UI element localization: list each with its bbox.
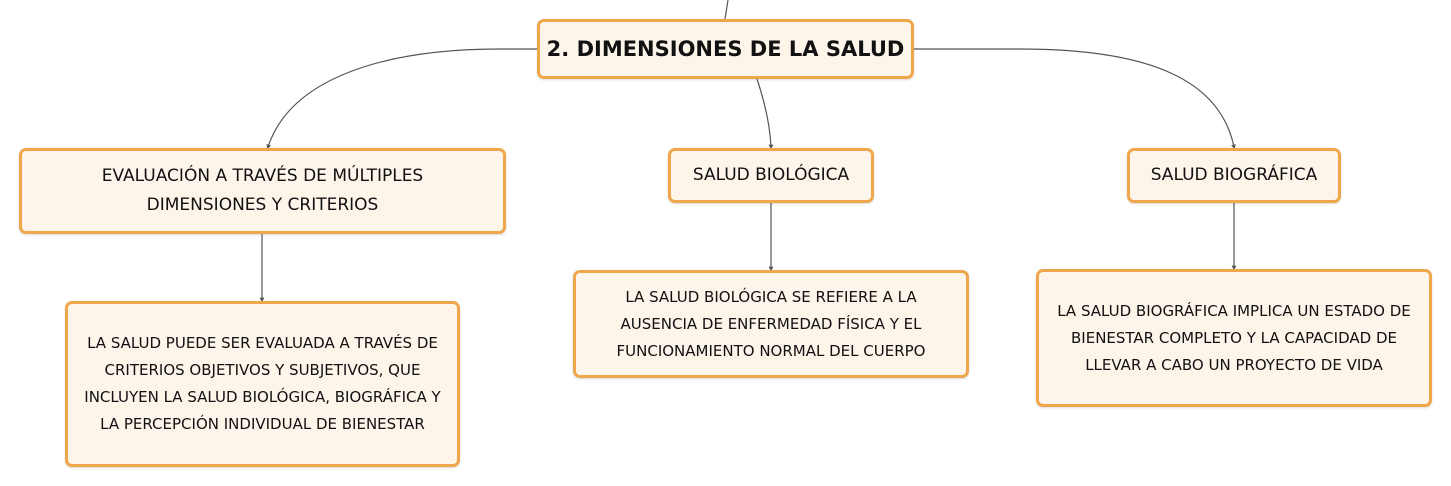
root-node-title: 2. DIMENSIONES DE LA SALUD: [546, 37, 905, 61]
connector-root-to-evaluacion: [266, 48, 537, 150]
connector-root-to-biologica: [756, 78, 774, 150]
detail-node-salud-biografica[interactable]: LA SALUD BIOGRÁFICA IMPLICA UN ESTADO DE…: [1036, 269, 1432, 407]
branch-node-evaluacion[interactable]: EVALUACIÓN A TRAVÉS DE MÚLTIPLES DIMENSI…: [19, 148, 506, 234]
detail-node-salud-biologica-text: LA SALUD BIOLÓGICA SE REFIERE A LA AUSEN…: [616, 287, 926, 360]
branch-node-salud-biografica-title: SALUD BIOGRÁFICA: [1150, 165, 1318, 185]
root-node[interactable]: 2. DIMENSIONES DE LA SALUD: [537, 19, 914, 79]
detail-node-evaluacion[interactable]: LA SALUD PUEDE SER EVALUADA A TRAVÉS DE …: [65, 301, 460, 467]
detail-node-salud-biografica-text: LA SALUD BIOGRÁFICA IMPLICA UN ESTADO DE…: [1057, 301, 1411, 374]
branch-node-salud-biologica[interactable]: SALUD BIOLÓGICA: [668, 148, 874, 203]
branch-node-salud-biografica[interactable]: SALUD BIOGRÁFICA: [1127, 148, 1341, 203]
detail-node-salud-biologica[interactable]: LA SALUD BIOLÓGICA SE REFIERE A LA AUSEN…: [573, 270, 969, 378]
detail-node-evaluacion-text: LA SALUD PUEDE SER EVALUADA A TRAVÉS DE …: [84, 334, 441, 433]
connector-incoming: [724, 0, 729, 20]
connector-root-to-biografica: [914, 48, 1236, 150]
branch-node-evaluacion-title: EVALUACIÓN A TRAVÉS DE MÚLTIPLES DIMENSI…: [101, 166, 424, 215]
branch-node-salud-biologica-title: SALUD BIOLÓGICA: [692, 165, 850, 185]
